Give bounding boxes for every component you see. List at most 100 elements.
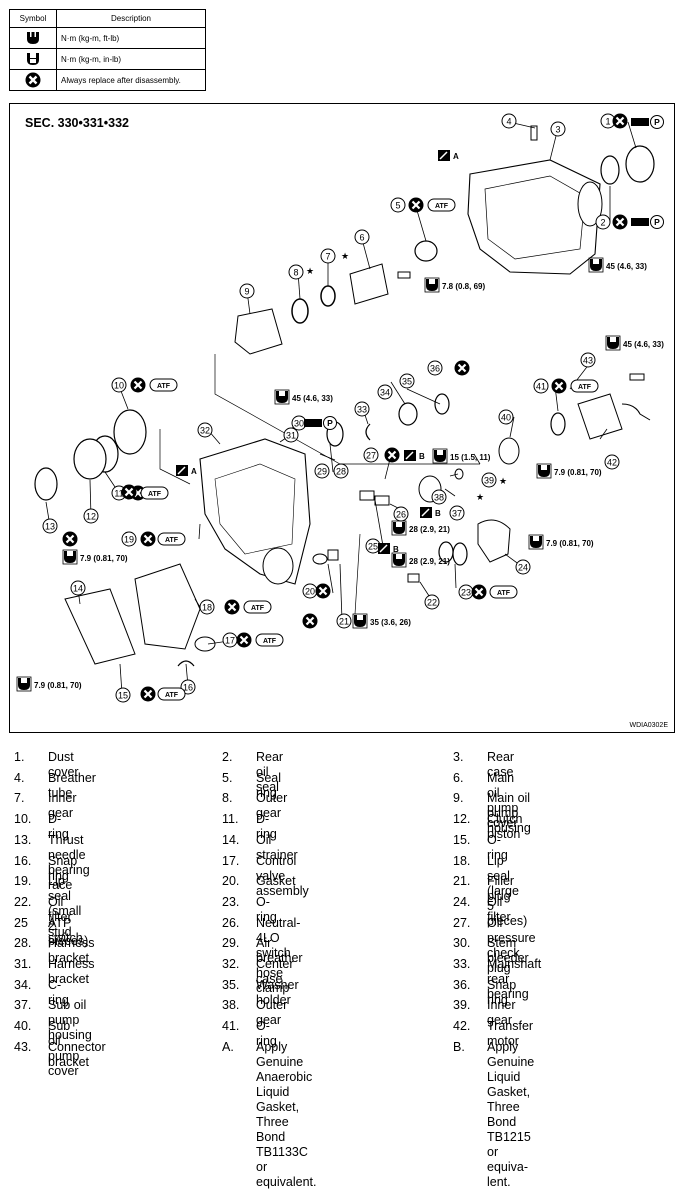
part-number: 43.	[14, 1039, 32, 1054]
control-valve-assembly	[194, 636, 216, 652]
torque-wrench-icon	[391, 552, 407, 568]
replace-x-icon	[615, 217, 625, 227]
part-description: ATP switch	[48, 915, 83, 945]
figure-code: WDIA0302E	[629, 722, 668, 729]
leader-line	[444, 488, 456, 497]
part-number: 19.	[14, 874, 32, 889]
part-description: Oil pressure check plug	[487, 915, 536, 975]
torque-value: 7.9 (0.81, 70)	[546, 539, 594, 548]
part-number: 1.	[14, 750, 25, 764]
snap-ring	[177, 660, 195, 667]
callout-circle	[390, 197, 406, 213]
callout-number: 29	[317, 466, 327, 476]
callout-circle	[424, 594, 440, 610]
d-ring	[113, 409, 147, 455]
part-description: Dust cover	[48, 750, 79, 779]
part-description: Washer holder	[256, 977, 299, 1007]
replace-x-icon	[411, 200, 421, 210]
part-description: D-ring	[48, 812, 69, 842]
assembly-boundary-line	[354, 533, 361, 615]
callout-circle	[336, 613, 352, 629]
part-number: 12.	[453, 812, 471, 827]
part-description: Control valve assembly	[256, 853, 309, 898]
part-number: 17.	[222, 853, 240, 868]
legend-row: N·m (kg-m, in-lb)	[9, 48, 206, 70]
callout-circle	[199, 599, 215, 615]
torque-wrench-icon	[590, 259, 602, 271]
replace-x-icon	[65, 534, 75, 544]
part-number: B.	[453, 1039, 465, 1054]
filler-plug	[327, 549, 339, 561]
callout-number: 10	[114, 380, 124, 390]
callout-circle	[449, 505, 465, 521]
callout-number: 30	[294, 418, 304, 428]
star-mark: ★	[306, 266, 314, 276]
part-description: Oil filter	[487, 894, 511, 924]
part-description: Inner gear	[48, 791, 77, 821]
part-number: 6.	[453, 770, 464, 785]
part-number: 16.	[14, 853, 32, 868]
torque-wrench-icon	[393, 554, 405, 566]
replace-x-icon	[615, 116, 625, 126]
part-description: Connector bracket	[48, 1039, 106, 1069]
part-number: 23.	[222, 894, 240, 909]
breather-tube	[530, 125, 538, 141]
part-number: 18.	[453, 853, 471, 868]
clutch-piston	[73, 438, 107, 480]
leader-line	[627, 121, 637, 149]
grease-p-icon	[650, 115, 664, 129]
callout-number: 13	[45, 521, 55, 531]
torque-value: 28 (2.9, 21)	[409, 525, 450, 534]
inner-gear	[320, 285, 336, 307]
callout-circle	[115, 687, 131, 703]
callout-number: 4	[506, 116, 511, 126]
leader-line	[406, 388, 441, 405]
replace-x-icon	[387, 450, 397, 460]
torque-wrench-icon	[536, 463, 552, 479]
part-number: 33.	[453, 957, 471, 971]
sealant-icon	[379, 544, 388, 553]
callout-number: 23	[461, 587, 471, 597]
torque-value: 7.9 (0.81, 70)	[80, 554, 128, 563]
callout-number: 16	[183, 682, 193, 692]
sealant-icon	[421, 508, 430, 517]
center-case	[199, 438, 311, 585]
part-number: 40.	[14, 1019, 32, 1034]
callout-circle	[533, 378, 549, 394]
part-description: Lip seal (small 2 pieces)	[48, 874, 89, 949]
part-description: Snap ring	[48, 853, 78, 883]
callout-number: 1	[605, 116, 610, 126]
callout-circle	[501, 113, 517, 129]
leader-line	[390, 381, 406, 405]
callout-circle	[427, 360, 443, 376]
part-number: 32.	[222, 957, 240, 971]
callout-number: 11	[114, 488, 123, 498]
callout-circle	[604, 454, 620, 470]
atf-label: ATF	[157, 383, 171, 390]
callout-circle	[42, 518, 58, 534]
bolt	[397, 271, 411, 279]
torque-wrench-icon	[62, 549, 78, 565]
callout-number: 24	[518, 562, 528, 572]
part-number: 34.	[14, 977, 32, 992]
o-ring	[452, 542, 468, 566]
rear-oil-seal	[600, 155, 620, 185]
torque-value: 45 (4.6, 33)	[606, 262, 647, 271]
atf-fluid-icon	[427, 198, 456, 212]
part-number: 8.	[222, 791, 233, 806]
callout-circle	[363, 447, 379, 463]
callout-circle	[354, 401, 370, 417]
atf-fluid-icon	[255, 633, 284, 647]
dust-cover	[625, 145, 655, 183]
callout-circle	[595, 214, 611, 230]
c-ring	[365, 423, 371, 441]
part-description: O-ring	[487, 832, 508, 862]
torque-value: 7.8 (0.8, 69)	[442, 282, 485, 291]
callout-circle	[180, 679, 196, 695]
callout-number: 37	[452, 508, 462, 518]
callout-number: 14	[73, 583, 83, 593]
torque-wrench-inlb-icon	[9, 48, 57, 70]
part-description: Outer gear	[256, 791, 288, 821]
callout-number: 42	[607, 457, 617, 467]
part-number: 37.	[14, 998, 32, 1013]
